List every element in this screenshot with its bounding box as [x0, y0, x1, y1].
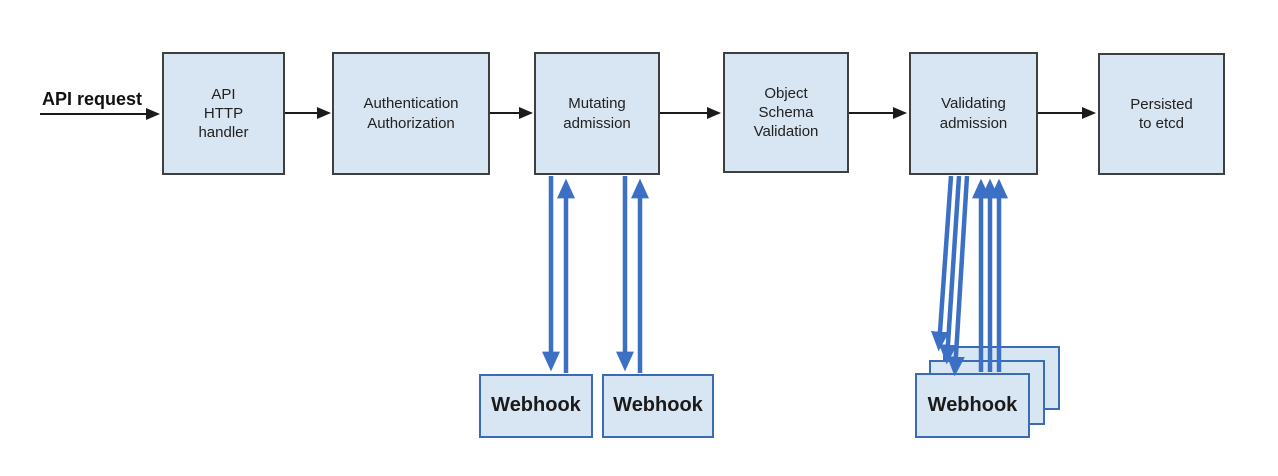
- pipeline-box-label: Authentication Authorization: [363, 95, 459, 132]
- pipeline-box-label: Persisted to etcd: [1130, 95, 1193, 132]
- pipeline-box-mutating-admission: Mutating admission: [534, 52, 660, 175]
- mutating-webhook-box-2: Webhook: [602, 374, 714, 438]
- validating-webhook-box-front: Webhook: [915, 373, 1030, 438]
- pipeline-box-api-http-handler: API HTTP handler: [162, 52, 285, 175]
- webhook-label: Webhook: [613, 394, 703, 417]
- mutating-webhook-box-1: Webhook: [479, 374, 593, 438]
- webhook-label: Webhook: [927, 393, 1018, 416]
- pipeline-box-validating-admission: Validating admission: [909, 52, 1038, 175]
- pipeline-box-label: API HTTP handler: [198, 85, 249, 142]
- pipeline-box-object-schema-validation: Object Schema Validation: [723, 52, 849, 173]
- api-request-label: API request: [42, 89, 143, 109]
- validating-webhook-call-arrow-2-icon: [938, 175, 962, 365]
- webhook-label: Webhook: [491, 394, 581, 417]
- pipeline-box-persisted-to-etcd: Persisted to etcd: [1098, 53, 1225, 175]
- validating-webhook-call-arrow-3-icon: [946, 175, 970, 377]
- pipeline-box-authentication-authorization: Authentication Authorization: [332, 52, 490, 175]
- pipeline-box-label: Object Schema Validation: [753, 84, 819, 141]
- validating-webhook-call-arrow-1-icon: [931, 175, 954, 352]
- pipeline-box-label: Validating admission: [939, 95, 1008, 132]
- pipeline-box-label: Mutating admission: [563, 95, 631, 132]
